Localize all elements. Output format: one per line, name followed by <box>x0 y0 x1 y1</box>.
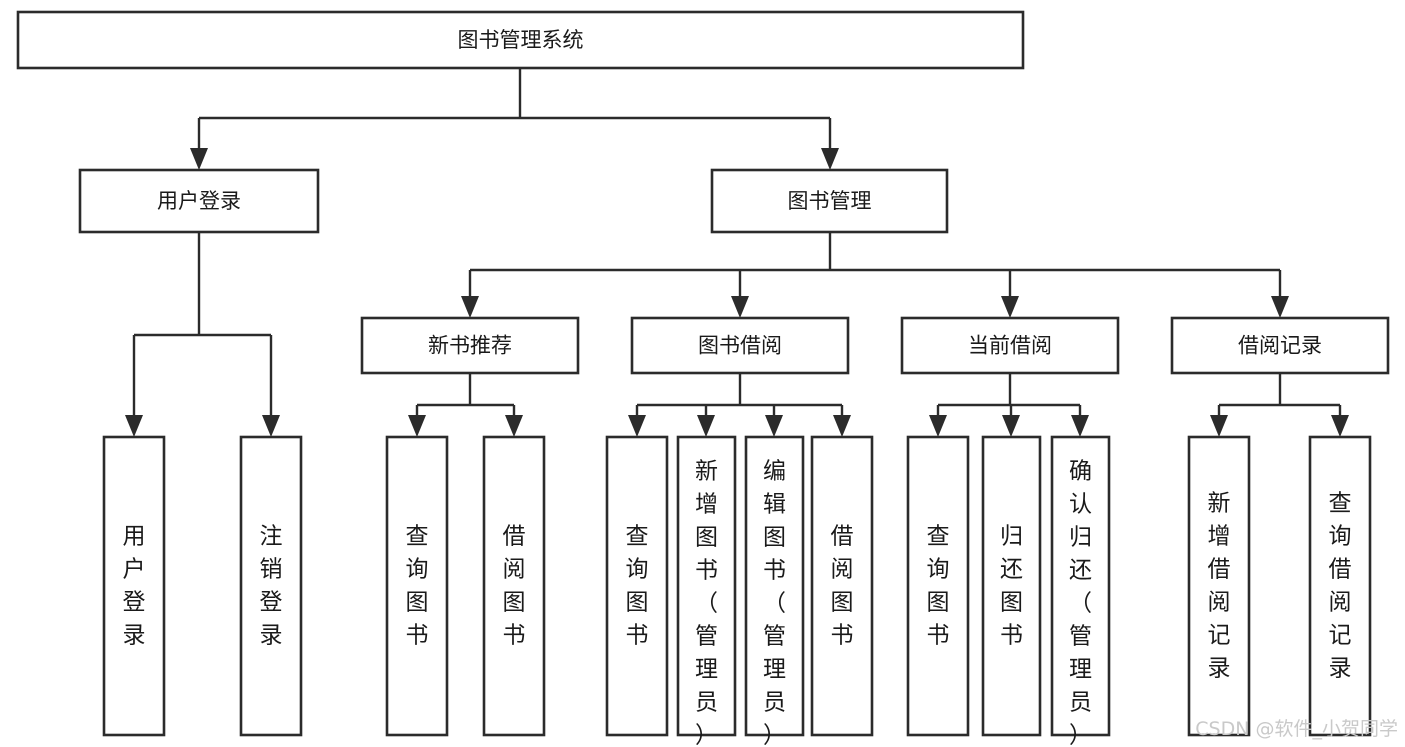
node-label-root: 图书管理系统 <box>458 28 584 52</box>
node-leaf-user-logout[interactable]: 注销登录 <box>239 435 303 737</box>
node-label-leaf-borrow-query-book: 查询图书 <box>626 523 649 648</box>
node-label-leaf-borrow-edit-book: 编辑图书（管理员） <box>763 458 786 747</box>
node-leaf-rec-add-record[interactable]: 新增借阅记录 <box>1187 435 1251 737</box>
node-leaf-borrow-lend-book[interactable]: 借阅图书 <box>810 435 874 737</box>
node-label-leaf-rec-query-book: 查询图书 <box>406 523 429 648</box>
connector-root-to-level1 <box>190 68 839 170</box>
connector-current-borrow-to-leaves <box>929 373 1089 437</box>
node-leaf-borrow-edit-book[interactable]: 编辑图书（管理员） <box>744 435 805 747</box>
node-leaf-borrow-query-book[interactable]: 查询图书 <box>605 435 669 737</box>
node-box-root <box>16 10 1025 70</box>
node-label-new-book-rec: 新书推荐 <box>428 334 512 358</box>
csdn-watermark: CSDN @软件_小贺同学 <box>1195 718 1398 740</box>
node-label-leaf-rec-add-record: 新增借阅记录 <box>1208 490 1231 681</box>
node-leaf-cur-return-book[interactable]: 归还图书 <box>981 435 1042 737</box>
node-leaf-rec-borrow-book[interactable]: 借阅图书 <box>482 435 546 737</box>
node-box-leaf-borrow-query-book <box>605 435 669 737</box>
node-leaf-rec-query-record[interactable]: 查询借阅记录 <box>1308 435 1372 737</box>
node-label-book-manage: 图书管理 <box>788 189 872 213</box>
node-box-leaf-borrow-add-book <box>676 435 737 737</box>
node-user-login[interactable]: 用户登录 <box>78 168 320 234</box>
node-box-leaf-user-logout <box>239 435 303 737</box>
node-label-leaf-rec-query-record: 查询借阅记录 <box>1329 490 1352 681</box>
node-leaf-borrow-add-book[interactable]: 新增图书（管理员） <box>676 435 737 747</box>
connector-new-book-rec-to-leaves <box>408 373 523 437</box>
node-box-leaf-rec-borrow-book <box>482 435 546 737</box>
connector-borrow-record-to-leaves <box>1210 373 1349 437</box>
node-layer: 图书管理系统用户登录图书管理新书推荐图书借阅当前借阅借阅记录用户登录注销登录查询… <box>16 10 1390 747</box>
connector-book-manage-to-level2 <box>461 232 1289 318</box>
node-label-leaf-user-login: 用户登录 <box>123 523 146 648</box>
node-box-borrow-record <box>1170 316 1390 375</box>
node-label-leaf-cur-confirm-return: 确认归还（管理员） <box>1069 458 1092 747</box>
node-box-book-manage <box>710 168 949 234</box>
connector-book-borrow-to-leaves <box>628 373 851 437</box>
node-box-leaf-borrow-lend-book <box>810 435 874 737</box>
node-book-manage[interactable]: 图书管理 <box>710 168 949 234</box>
node-leaf-cur-confirm-return[interactable]: 确认归还（管理员） <box>1050 435 1111 747</box>
node-box-leaf-cur-return-book <box>981 435 1042 737</box>
node-box-leaf-user-login <box>102 435 166 737</box>
node-box-new-book-rec <box>360 316 580 375</box>
connector-layer <box>125 68 1349 437</box>
node-leaf-cur-query-book[interactable]: 查询图书 <box>906 435 970 737</box>
node-label-leaf-borrow-add-book: 新增图书（管理员） <box>695 458 718 747</box>
node-label-leaf-user-logout: 注销登录 <box>260 523 283 648</box>
node-box-leaf-cur-confirm-return <box>1050 435 1111 737</box>
node-borrow-record[interactable]: 借阅记录 <box>1170 316 1390 375</box>
node-box-current-borrow <box>900 316 1120 375</box>
node-label-leaf-cur-query-book: 查询图书 <box>927 523 950 648</box>
node-label-borrow-record: 借阅记录 <box>1238 334 1322 358</box>
node-leaf-user-login[interactable]: 用户登录 <box>102 435 166 737</box>
node-box-leaf-cur-query-book <box>906 435 970 737</box>
node-root[interactable]: 图书管理系统 <box>16 10 1025 70</box>
node-book-borrow[interactable]: 图书借阅 <box>630 316 850 375</box>
node-label-book-borrow: 图书借阅 <box>698 334 782 358</box>
node-box-leaf-rec-add-record <box>1187 435 1251 737</box>
node-label-user-login: 用户登录 <box>157 189 241 213</box>
node-box-leaf-rec-query-book <box>385 435 449 737</box>
node-label-leaf-borrow-lend-book: 借阅图书 <box>831 523 854 648</box>
node-box-leaf-borrow-edit-book <box>744 435 805 737</box>
node-box-book-borrow <box>630 316 850 375</box>
node-leaf-rec-query-book[interactable]: 查询图书 <box>385 435 449 737</box>
node-label-leaf-rec-borrow-book: 借阅图书 <box>503 523 526 648</box>
node-box-user-login <box>78 168 320 234</box>
node-box-leaf-rec-query-record <box>1308 435 1372 737</box>
node-current-borrow[interactable]: 当前借阅 <box>900 316 1120 375</box>
connector-user-login-to-leaves <box>125 232 280 437</box>
node-label-current-borrow: 当前借阅 <box>968 334 1052 358</box>
node-new-book-rec[interactable]: 新书推荐 <box>360 316 580 375</box>
node-label-leaf-cur-return-book: 归还图书 <box>1000 523 1023 648</box>
